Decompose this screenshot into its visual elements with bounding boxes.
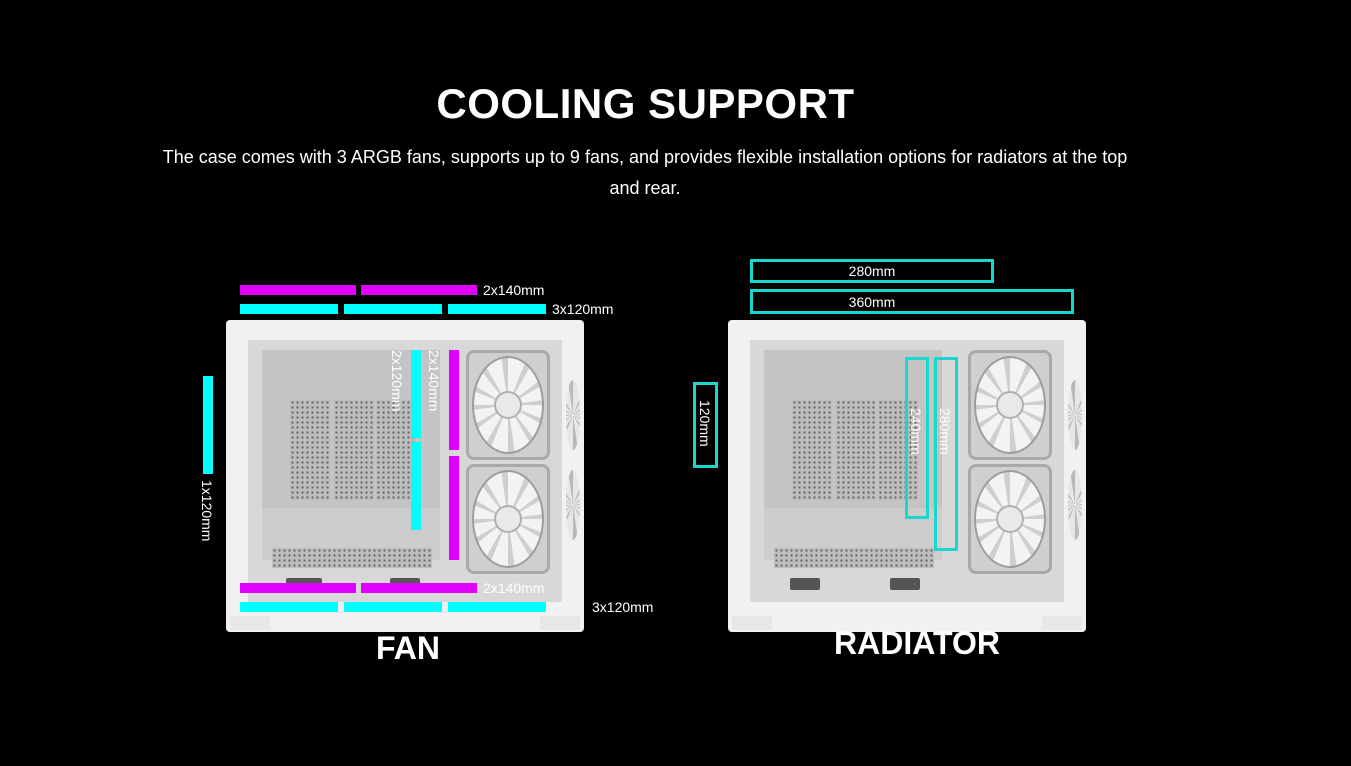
rear-120-radiator-label: 120mm <box>697 400 713 447</box>
side-120-bar-1 <box>411 350 421 438</box>
bottom-120-bar-3 <box>448 602 546 612</box>
bottom-120-label: 3x120mm <box>592 599 654 615</box>
side-280-label: 280mm <box>937 408 953 455</box>
side-140-bar-2 <box>449 456 459 560</box>
bottom-140-bar-2 <box>361 583 477 593</box>
top-280-label: 280mm <box>848 263 896 279</box>
side-140-label: 2x140mm <box>426 350 442 412</box>
top-120-bar-1 <box>240 304 338 314</box>
page-title: COOLING SUPPORT <box>436 80 855 127</box>
side-120-bar-2 <box>411 442 421 530</box>
rear-120-label: 1x120mm <box>199 480 215 542</box>
side-140-bar-1 <box>449 350 459 450</box>
top-140-label: 2x140mm <box>483 282 545 298</box>
rear-120-bar <box>203 376 213 474</box>
side-120-label: 2x120mm <box>389 350 405 412</box>
fan-caption: FAN <box>376 630 440 666</box>
top-140-bar-1 <box>240 285 356 295</box>
top-360-label: 360mm <box>848 294 896 310</box>
side-280-radiator-box <box>934 357 958 551</box>
bottom-120-bar-1 <box>240 602 338 612</box>
top-140-bar-2 <box>361 285 477 295</box>
top-360-radiator-box <box>750 289 1074 314</box>
bottom-120-bar-2 <box>344 602 442 612</box>
bottom-140-bar-1 <box>240 583 356 593</box>
side-240-radiator-box <box>905 357 929 519</box>
top-120-bar-2 <box>344 304 442 314</box>
pc-case-image-fan <box>226 320 584 632</box>
page-subtitle: The case comes with 3 ARGB fans, support… <box>162 147 1128 198</box>
top-280-radiator-box <box>750 259 994 283</box>
radiator-caption: RADIATOR <box>834 625 1000 661</box>
side-240-label: 240mm <box>908 408 924 455</box>
top-120-label: 3x120mm <box>552 301 614 317</box>
bottom-140-label: 2x140mm <box>483 580 545 596</box>
top-120-bar-3 <box>448 304 546 314</box>
rear-120-radiator-box <box>693 382 718 468</box>
